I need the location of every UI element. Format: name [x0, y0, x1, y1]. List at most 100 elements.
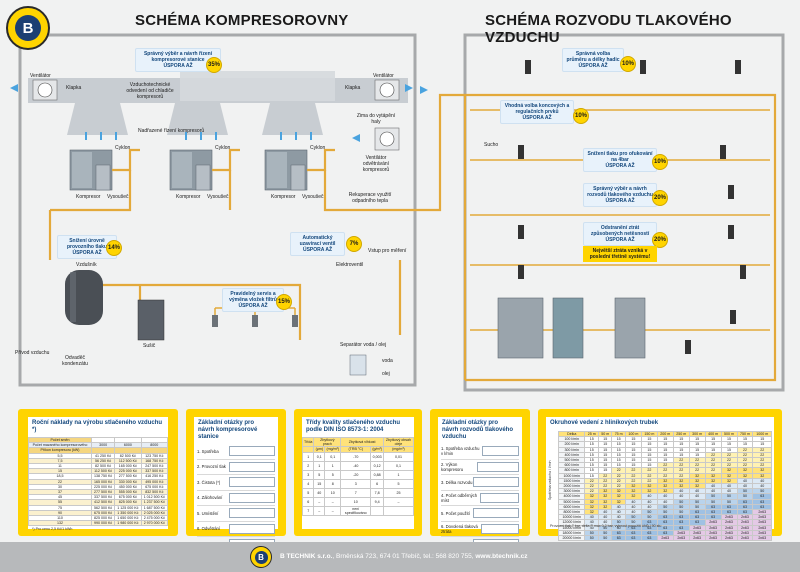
panel-compressor-questions: Základní otázky pro návrh kompresorové s… [186, 409, 286, 553]
footer-contact: B TECHNIK s.r.o., Brněnská 723, 674 01 T… [280, 553, 528, 560]
label-drain: Odvaděč kondenzátu [62, 355, 88, 367]
logo[interactable]: B [6, 6, 50, 50]
label-dryer-3: Vysoušeč [302, 194, 324, 200]
label-cyclone-2: Cyklon [215, 145, 231, 151]
airflow-arrows [10, 84, 428, 142]
answer-field[interactable] [229, 461, 275, 472]
pct-blow: 10% [652, 154, 668, 170]
panel-quality-classes-title: Třídy kvality stlačeného vzduchu podle D… [306, 420, 401, 433]
label-master-control: Nadřazené řízení kompresorů [138, 128, 205, 134]
label-cyclone-3: Cyklon [310, 145, 326, 151]
badge-terminal: Vhodná volba koncových a regulačních prv… [500, 100, 574, 124]
panel-ring-main: Okruhové vedení z hliníkových trubek Spo… [538, 409, 782, 542]
cabinet-3 [614, 297, 646, 359]
question-label: 1. Spotřeba [197, 448, 219, 454]
badge-hose: Správná volba průměru a délky hadic ÚSPO… [562, 48, 624, 72]
panel-annual-costs: Roční náklady na výrobu stlačeného vzduc… [18, 409, 178, 536]
label-klapka-right: Klapka [345, 85, 361, 91]
refrigerant-dryer [137, 299, 165, 341]
compressor-question: 2. Provozní tlak [197, 460, 275, 475]
answer-field[interactable] [229, 446, 275, 457]
distribution-question: 2. Výkon kompresoru [441, 460, 519, 475]
footer-logo: B [250, 546, 272, 568]
pct-leaks: 20% [652, 232, 668, 248]
annual-costs-table: Počet směn Počet mazaného kompresorového… [27, 436, 169, 527]
question-label: 2. Provozní tlak [197, 464, 226, 470]
hood-2 [167, 103, 228, 135]
compressor-question: 4. Zálohování [197, 491, 275, 506]
question-label: 3. Délka rozvodu [441, 479, 473, 485]
question-label: 2. Výkon kompresoru [441, 461, 464, 472]
badge-distribution: Správný výběr a návrh rozvodů tlakového … [583, 183, 657, 207]
answer-field[interactable] [479, 492, 519, 503]
answer-field[interactable] [482, 446, 519, 457]
footer-web[interactable]: www.btechnik.cz [475, 553, 528, 560]
ventilation-duct-upper [180, 71, 335, 101]
label-heat-recovery: Rekuperace využití odpadního tepla [348, 192, 392, 204]
footer-address: , Brněnská 723, 674 01 Třebíč, tel.: 568… [332, 553, 476, 560]
title-air-distribution: SCHÉMA ROZVODU TLAKOVÉHO VZDUCHU [485, 12, 732, 46]
label-cyclone-1: Cyklon [115, 145, 131, 151]
answer-field[interactable] [229, 477, 275, 488]
distribution-question: 3. Délka rozvodu [441, 475, 519, 491]
cabinet-2 [552, 297, 584, 359]
answer-field[interactable] [229, 508, 275, 519]
answer-field[interactable] [229, 492, 275, 503]
answer-field[interactable] [229, 523, 275, 534]
filters [212, 315, 298, 327]
schematic-diagram [10, 33, 785, 392]
answer-field[interactable] [473, 477, 519, 488]
label-oil: olej [382, 371, 390, 377]
label-dry: Sucho [484, 142, 499, 148]
badge-leaks: Odstranění ztrát způsobených netěsností … [583, 222, 657, 246]
footer-company: B TECHNIK s.r.o. [280, 553, 333, 560]
label-compressor-3: Kompresor [271, 194, 296, 200]
pct-valve: 7% [346, 236, 362, 252]
label-compressor-1: Kompresor [76, 194, 101, 200]
answer-field[interactable] [480, 523, 519, 534]
warning-note: Největší ztráta vzniká v poslední třetin… [583, 246, 657, 262]
label-compressor-2: Kompresor [176, 194, 201, 200]
label-separator: Separátor voda / olej [340, 342, 387, 348]
panel-compressor-questions-title: Základní otázky pro návrh kompresorové s… [198, 420, 258, 440]
label-dryer-2: Vysoušeč [207, 194, 229, 200]
logo-letter: B [15, 15, 41, 41]
answer-field[interactable] [473, 508, 519, 519]
label-water: voda [382, 358, 393, 364]
compressor-question: 1. Spotřeba [197, 444, 275, 460]
hood-3 [262, 103, 323, 135]
label-dryer-unit: Sušič [143, 343, 156, 349]
label-air-intake: Přívod vzduchu [15, 350, 50, 356]
label-solenoid: Elektroventil [336, 262, 364, 268]
pct-terminal: 10% [573, 108, 589, 124]
question-label: 6. Dovolená tlaková ztráta [441, 523, 478, 534]
badge-valve: Automatický uzavírací ventil ÚSPORA AŽ [290, 232, 345, 256]
label-ventilator-left: Ventilátor [30, 73, 51, 79]
answer-field[interactable] [476, 461, 519, 472]
